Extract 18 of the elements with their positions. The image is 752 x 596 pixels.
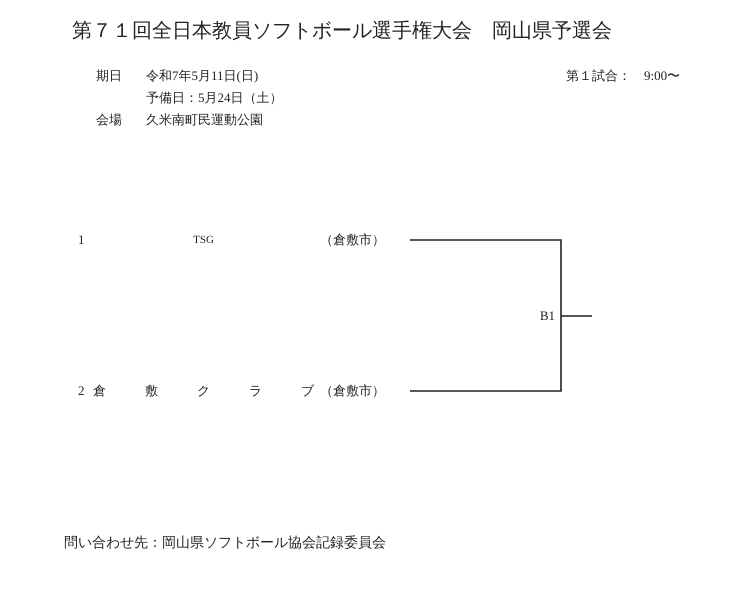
city-text: （倉敷市）: [320, 382, 385, 400]
city-text: （倉敷市）: [320, 231, 385, 249]
reserve-date-text: 予備日：5月24日（土）: [146, 89, 282, 107]
field-label: 期日: [96, 67, 122, 85]
venue-text: 久米南町民運動公園: [146, 111, 263, 129]
match-label: B1: [540, 307, 555, 325]
title: 第７１回全日本教員ソフトボール選手権大会 岡山県予選会: [72, 19, 612, 44]
bracket-line: [410, 239, 562, 316]
team-name: TSG: [192, 233, 215, 248]
seed-number: 1: [78, 231, 84, 249]
bracket-line: [561, 315, 592, 317]
contact-text: 問い合わせ先：岡山県ソフトボール協会記録委員会: [64, 535, 386, 553]
start-time-text: 第１試合： 9:00〜: [566, 67, 680, 85]
field-label: 会場: [96, 111, 122, 129]
date-text: 令和7年5月11日(日): [146, 67, 258, 85]
bracket-line: [410, 316, 562, 392]
team-name: 倉敷クラブ: [93, 382, 314, 400]
seed-number: 2: [78, 382, 84, 400]
